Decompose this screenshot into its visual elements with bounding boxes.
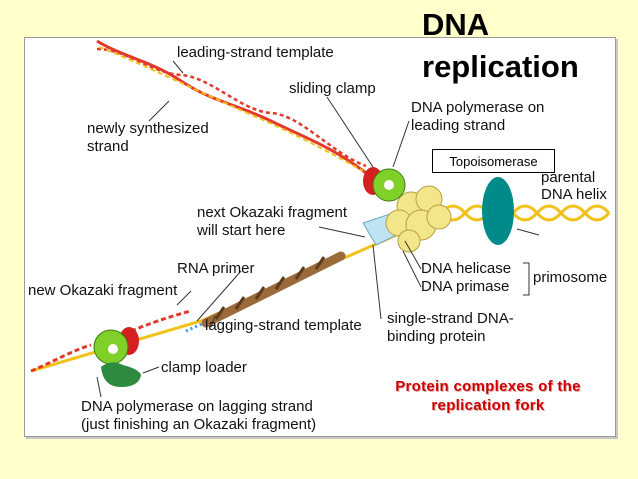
parental-dna-helix xyxy=(439,204,611,222)
label-rna-primer: RNA primer xyxy=(177,260,255,277)
label-primosome: primosome xyxy=(533,269,607,286)
label-clamp-loader: clamp loader xyxy=(161,359,247,376)
slide-title-line2: replication xyxy=(422,49,579,84)
topoisomerase-shape xyxy=(482,177,514,245)
label-new-okazaki: new Okazaki fragment xyxy=(28,282,178,299)
lagging-strand-template-line xyxy=(30,231,402,373)
label-newly-synthesized-2: strand xyxy=(87,138,129,155)
topoisomerase-label-box: Topoisomerase xyxy=(432,149,555,173)
label-ssb-1: single-strand DNA- xyxy=(387,310,514,327)
leading-strand-template-helix xyxy=(96,39,367,175)
slide-title: DNA replication xyxy=(422,4,579,88)
lagging-strand-red-helix xyxy=(30,309,192,373)
label-dna-primase: DNA primase xyxy=(421,278,509,295)
label-sliding-clamp: sliding clamp xyxy=(289,80,376,97)
clamp-loader-shape xyxy=(101,362,141,387)
label-parental-1: parental xyxy=(541,169,595,186)
label-ssb-2: binding protein xyxy=(387,328,485,345)
dna-helicase-primase-cluster xyxy=(385,185,452,253)
leader-lines xyxy=(96,60,540,398)
slide-title-line1: DNA xyxy=(422,7,490,42)
label-dna-pol-lagging-2: (just finishing an Okazaki fragment) xyxy=(81,416,316,433)
replication-fork-diagram: leading-strand template sliding clamp ne… xyxy=(28,39,611,433)
primosome-bracket xyxy=(523,262,530,296)
label-leading-strand-template: leading-strand template xyxy=(177,44,334,61)
label-lagging-template: lagging-strand template xyxy=(205,317,362,334)
caption-line2: replication fork xyxy=(431,397,545,414)
caption-line1: Protein complexes of the xyxy=(395,378,581,395)
label-newly-synthesized-1: newly synthesized xyxy=(87,120,209,137)
label-next-okazaki-2: will start here xyxy=(196,222,285,239)
caption: Protein complexes of the replication for… xyxy=(368,377,608,415)
label-dna-helicase: DNA helicase xyxy=(421,260,511,277)
okazaki-fragment xyxy=(201,251,346,328)
leading-strand-polymerase xyxy=(363,167,406,202)
lagging-strand-polymerase xyxy=(93,327,139,365)
label-dna-pol-leading-1: DNA polymerase on xyxy=(411,99,544,116)
label-dna-pol-leading-2: leading strand xyxy=(411,117,505,134)
rna-primer-segment xyxy=(185,321,205,333)
label-parental-2: DNA helix xyxy=(541,186,607,203)
label-next-okazaki-1: next Okazaki fragment xyxy=(197,204,348,221)
label-dna-pol-lagging-1: DNA polymerase on lagging strand xyxy=(81,398,313,415)
newly-synthesized-strand xyxy=(98,46,364,172)
diagram-panel: leading-strand template sliding clamp ne… xyxy=(24,37,616,437)
